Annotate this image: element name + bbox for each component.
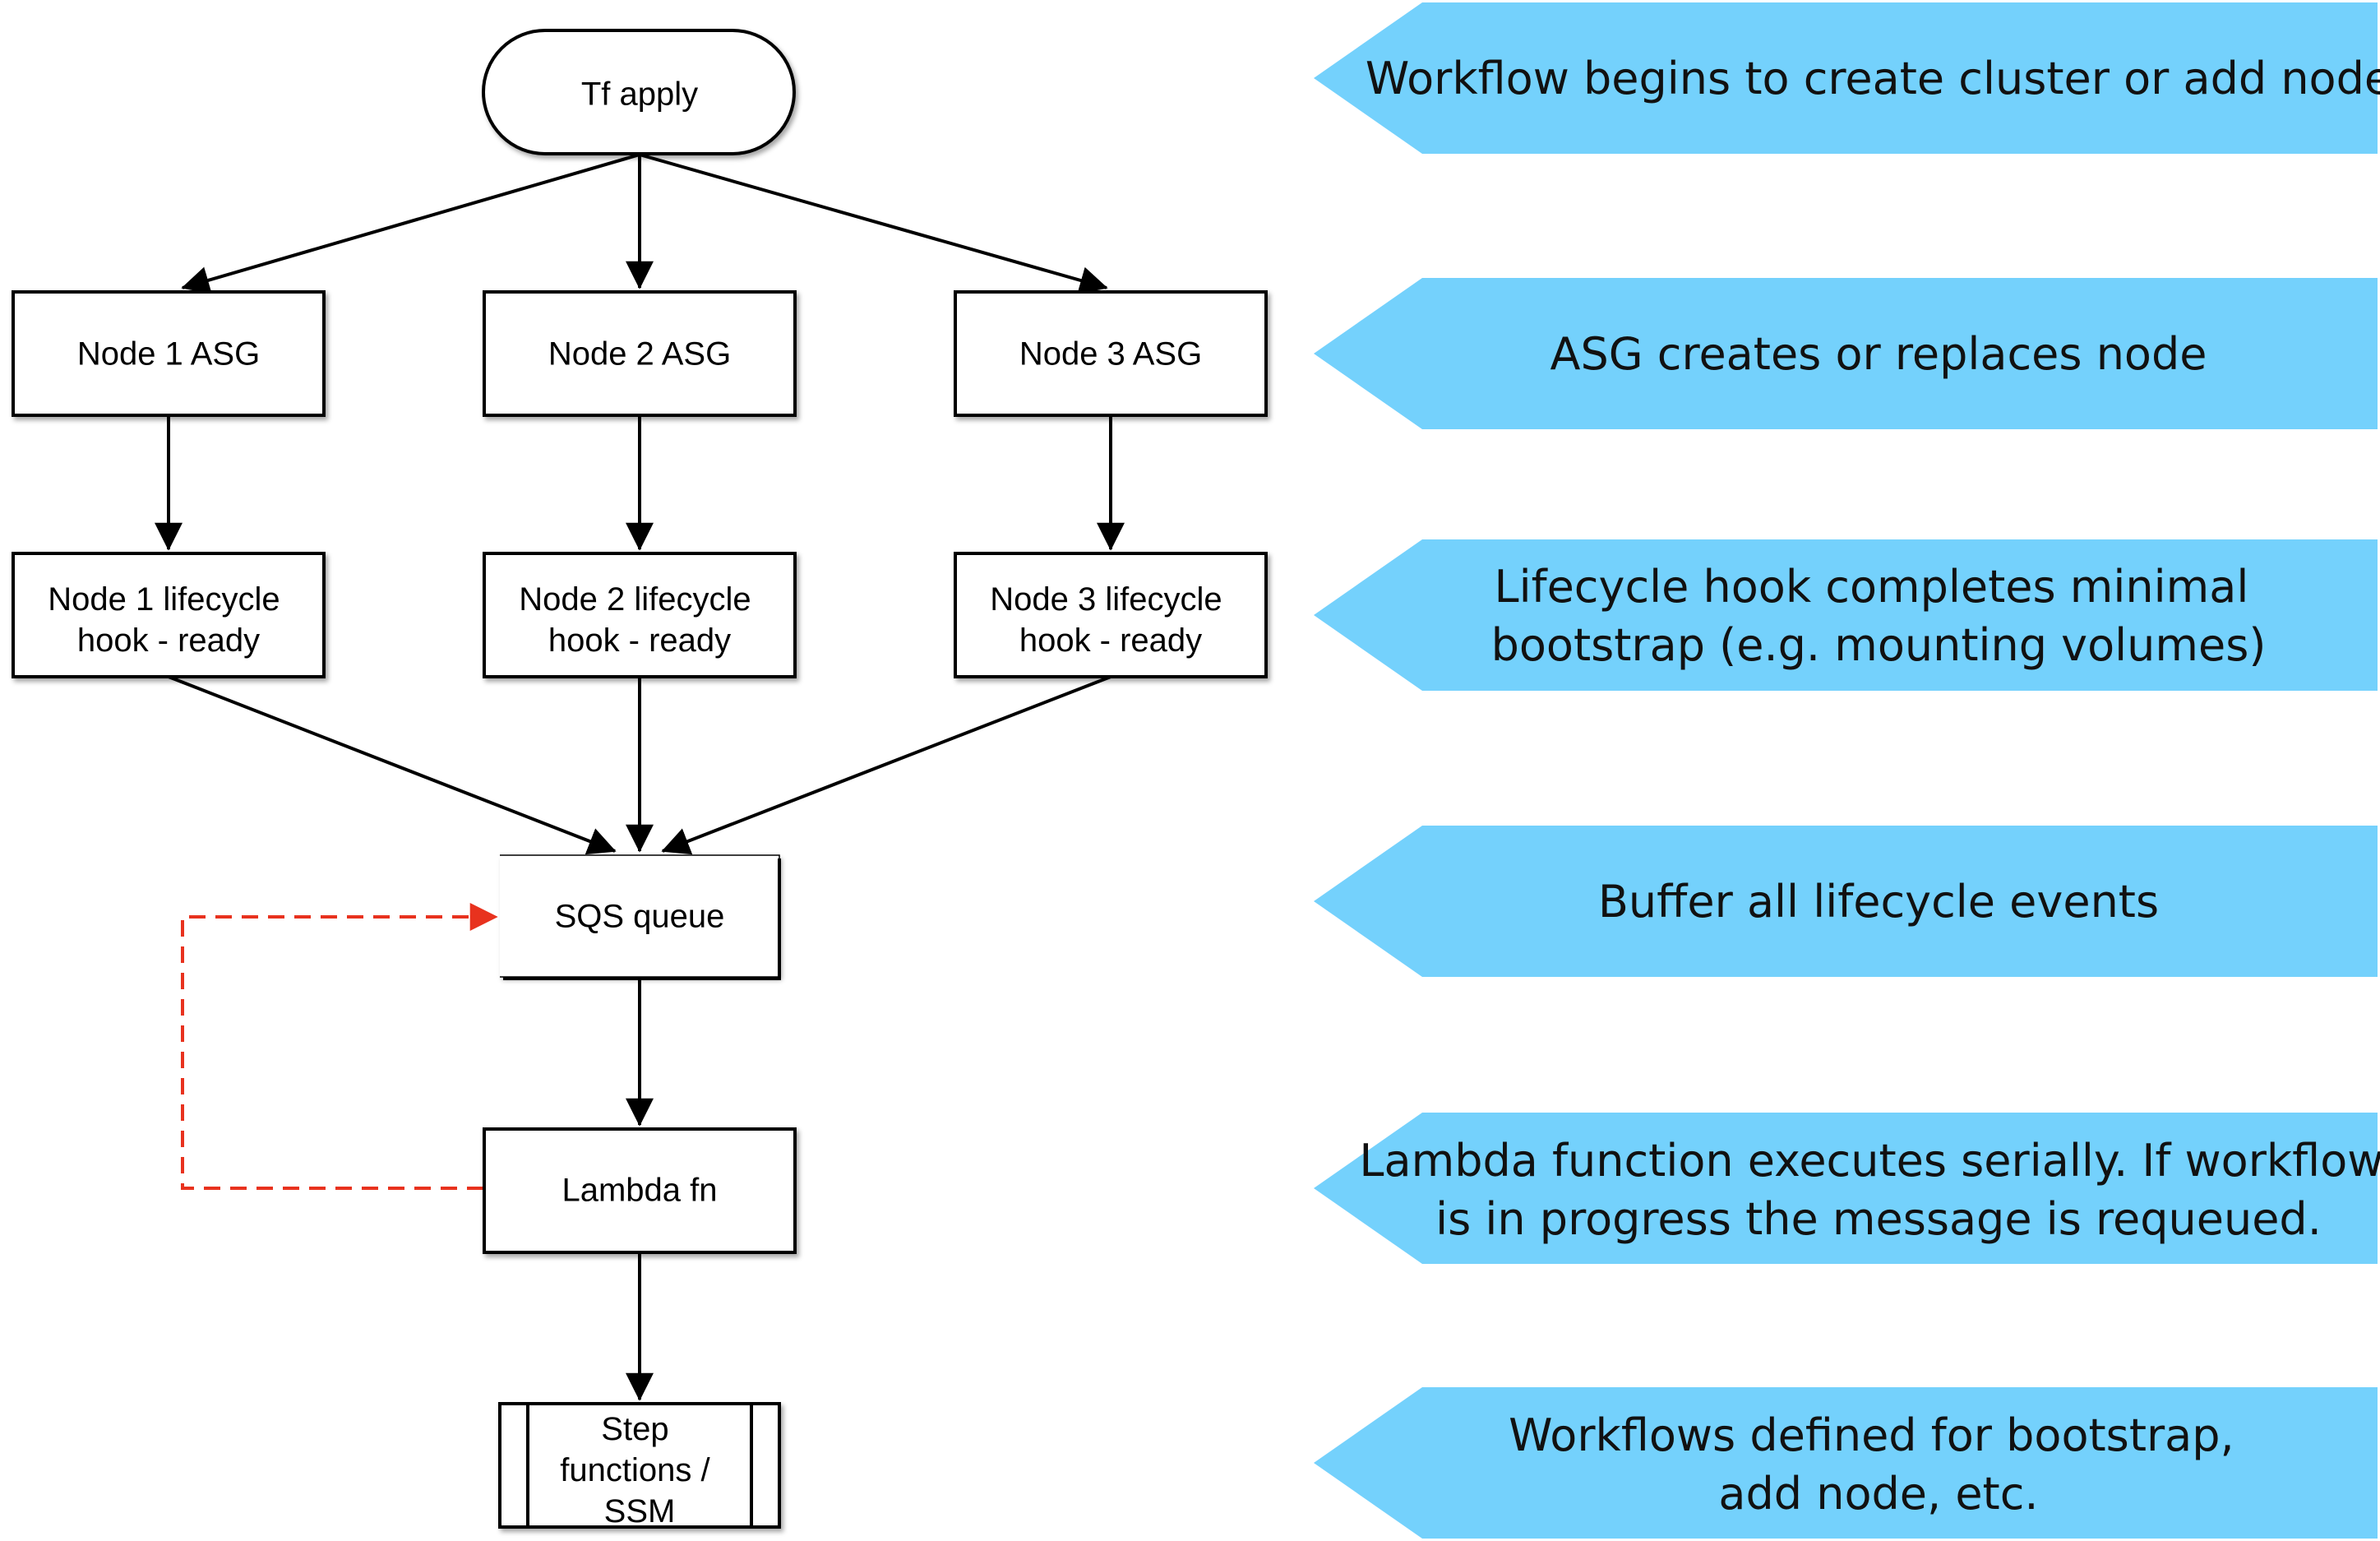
node1-hook-line1: Node 1 lifecycle bbox=[48, 581, 280, 618]
callout-buffer-events: Buffer all lifecycle events bbox=[1314, 826, 2378, 977]
tf-apply-label: Tf apply bbox=[581, 76, 698, 113]
node1-asg-box: Node 1 ASG bbox=[12, 290, 326, 417]
callout2-line1: ASG creates or replaces node bbox=[1550, 328, 2207, 380]
svg-text:Lambda function executes seria: Lambda function executes serially. If wo… bbox=[1359, 1135, 2380, 1245]
step-functions-line1: Step bbox=[601, 1411, 668, 1447]
step-functions-line2: functions / bbox=[560, 1452, 710, 1488]
callout-lambda-executes: Lambda function executes serially. If wo… bbox=[1314, 1113, 2380, 1264]
arrow-hook1-to-sqs bbox=[168, 675, 617, 855]
callout-asg-creates: ASG creates or replaces node bbox=[1314, 278, 2378, 429]
sqs-queue-box: SQS queue bbox=[500, 854, 781, 980]
node3-asg-box: Node 3 ASG bbox=[954, 290, 1268, 417]
svg-text:Step functions /: Step functions / SSM bbox=[560, 1411, 719, 1529]
lambda-fn-label: Lambda fn bbox=[561, 1173, 717, 1209]
svg-text:Workflow begins to create clus: Workflow begins to create cluster or add… bbox=[1366, 53, 2380, 104]
callout5-line2: is in progress the message is requeued. bbox=[1435, 1193, 2322, 1245]
node1-hook-line2: hook - ready bbox=[77, 622, 260, 659]
node1-hook-box: Node 1 lifecycle hook - ready bbox=[12, 552, 326, 678]
arrow-tf-to-node3 bbox=[639, 153, 1108, 294]
arrow-tf-to-node1 bbox=[181, 153, 640, 294]
requeue-arrow bbox=[181, 903, 498, 1190]
node2-asg-label: Node 2 ASG bbox=[548, 336, 731, 373]
svg-text:Node 1 lifecycle hook: Node 1 lifecycle hook - ready bbox=[48, 581, 289, 659]
callout3-line1: Lifecycle hook completes minimal bbox=[1494, 561, 2248, 613]
callout-workflows-defined: Workflows defined for bootstrap, add nod… bbox=[1314, 1387, 2378, 1539]
svg-text:Node 2 lifecycle hook: Node 2 lifecycle hook - ready bbox=[519, 581, 760, 659]
callout3-line2: bootstrap (e.g. mounting volumes) bbox=[1491, 619, 2267, 671]
callout6-line1: Workflows defined for bootstrap, bbox=[1509, 1409, 2234, 1461]
svg-text:Buffer all lifecycle events: Buffer all lifecycle events bbox=[1598, 876, 2159, 928]
flowchart-nodes: Tf apply Node 1 ASG Node 2 ASG Node 3 AS… bbox=[12, 29, 1268, 1529]
callout-workflow-begins: Workflow begins to create cluster or add… bbox=[1314, 2, 2380, 154]
svg-text:ASG creates or replaces node: ASG creates or replaces node bbox=[1550, 328, 2207, 380]
svg-text:Node 3 lifecycle hook: Node 3 lifecycle hook - ready bbox=[990, 581, 1232, 659]
arrow-hook3-to-sqs bbox=[661, 675, 1111, 855]
node3-hook-box: Node 3 lifecycle hook - ready bbox=[954, 552, 1268, 678]
node2-asg-box: Node 2 ASG bbox=[483, 290, 797, 417]
sqs-queue-label: SQS queue bbox=[555, 899, 725, 935]
step-functions-box: Step functions / SSM bbox=[498, 1402, 781, 1529]
callout4-line1: Buffer all lifecycle events bbox=[1598, 876, 2159, 928]
node3-asg-label: Node 3 ASG bbox=[1019, 336, 1202, 373]
callout-lifecycle-hook: Lifecycle hook completes minimal bootstr… bbox=[1314, 539, 2378, 691]
connectors bbox=[155, 153, 1125, 1401]
node3-hook-line1: Node 3 lifecycle bbox=[990, 581, 1222, 618]
step-functions-line3: SSM bbox=[604, 1493, 676, 1529]
node2-hook-box: Node 2 lifecycle hook - ready bbox=[483, 552, 797, 678]
svg-text:Workflows defined for bootstra: Workflows defined for bootstrap, add nod… bbox=[1509, 1409, 2248, 1520]
lambda-fn-box: Lambda fn bbox=[483, 1127, 797, 1254]
callout1-line1: Workflow begins to create cluster or add… bbox=[1366, 53, 2380, 104]
callout5-line1: Lambda function executes serially. If wo… bbox=[1359, 1135, 2380, 1187]
node2-hook-line1: Node 2 lifecycle bbox=[519, 581, 751, 618]
callout6-line2: add node, etc. bbox=[1718, 1468, 2038, 1520]
svg-text:Lifecycle hook completes minim: Lifecycle hook completes minimal bootstr… bbox=[1491, 561, 2267, 671]
node3-hook-line2: hook - ready bbox=[1019, 622, 1202, 659]
node2-hook-line2: hook - ready bbox=[548, 622, 731, 659]
tf-apply-node: Tf apply bbox=[482, 29, 796, 155]
callouts: Workflow begins to create cluster or add… bbox=[1314, 2, 2380, 1539]
node1-asg-label: Node 1 ASG bbox=[77, 336, 260, 373]
